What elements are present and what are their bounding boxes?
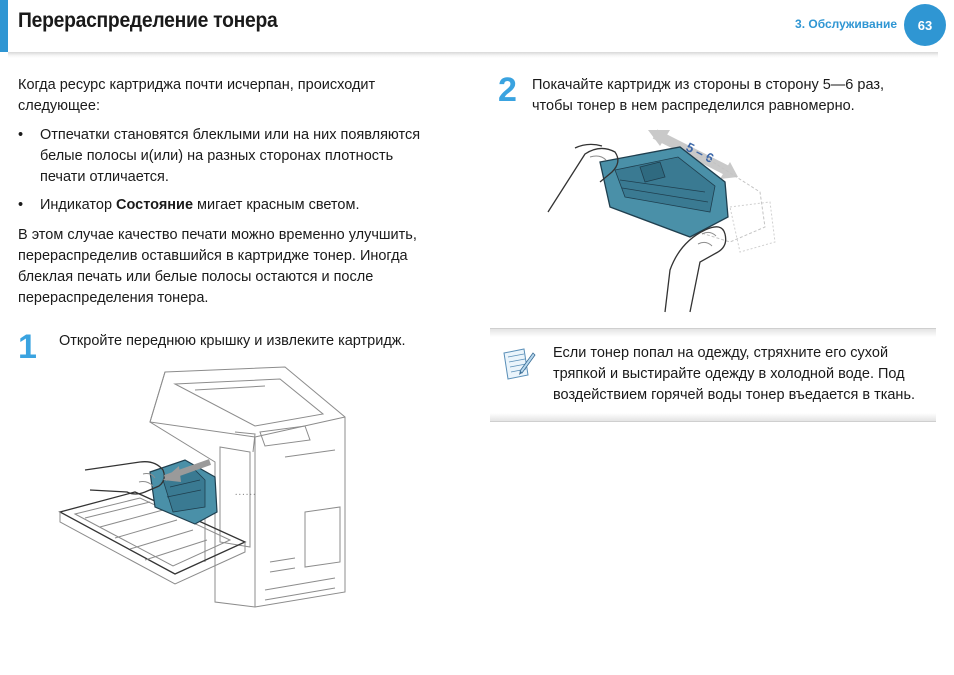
note-line-3: воздействием горячей воды тонер въедаетс… bbox=[553, 387, 916, 403]
status-indicator-name: Состояние bbox=[116, 197, 194, 213]
step-1-text: Откройте переднюю крышку и извлеките кар… bbox=[59, 331, 406, 352]
shake-cartridge-illustration: 5 – 6 bbox=[547, 129, 776, 313]
open-front-cover bbox=[58, 491, 247, 585]
header-accent-bar bbox=[0, 0, 8, 52]
list-item: • Отпечатки становятся блеклыми или на н… bbox=[18, 125, 468, 188]
bullet-2-prefix: Индикатор bbox=[40, 197, 117, 213]
bullet-marker: • bbox=[18, 127, 24, 143]
bullet-2-text: Индикатор Состояние мигает красным свето… bbox=[40, 195, 468, 216]
paragraph-line-4: перераспределения тонера. bbox=[18, 290, 209, 306]
bullet-1-line-3: печати отличается. bbox=[40, 169, 169, 185]
step-2-line-2: чтобы тонер в нем распределился равномер… bbox=[532, 98, 855, 114]
paragraph-line-2: перераспределив оставшийся в картридже т… bbox=[18, 248, 408, 264]
printer-control-buttons: • • • • • • bbox=[235, 492, 256, 497]
intro-text: Когда ресурс картриджа почти исчерпан, п… bbox=[18, 75, 375, 117]
printer-body bbox=[149, 366, 346, 608]
left-hand-icon bbox=[547, 143, 619, 213]
page-title: Перераспределение тонера bbox=[18, 9, 278, 32]
paragraph-line-1: В этом случае качество печати можно врем… bbox=[18, 227, 417, 243]
intro-line-2: следующее: bbox=[18, 98, 100, 114]
note-box: Если тонер попал на одежду, стряхните ег… bbox=[490, 328, 936, 422]
step-2-number: 2 bbox=[498, 71, 517, 109]
note-line-1: Если тонер попал на одежду, стряхните ег… bbox=[553, 345, 889, 361]
list-item: • Индикатор Состояние мигает красным све… bbox=[18, 195, 468, 216]
paragraph-line-3: блеклая печать или белые полосы остаются… bbox=[18, 269, 374, 285]
bullet-1-line-2: белые полосы и(или) на разных сторонах п… bbox=[40, 148, 394, 164]
intro-line-1: Когда ресурс картриджа почти исчерпан, п… bbox=[18, 77, 376, 93]
paragraph: В этом случае качество печати можно врем… bbox=[18, 225, 417, 309]
printer-illustration: • • • • • • bbox=[58, 366, 346, 608]
step-2-text: Покачайте картридж из стороны в сторону … bbox=[532, 75, 884, 117]
bullet-1-line-1: Отпечатки становятся блеклыми или на них… bbox=[40, 127, 421, 143]
note-pencil-icon bbox=[503, 348, 536, 380]
section-label[interactable]: 3. Обслуживание bbox=[795, 17, 897, 31]
bullet-marker: • bbox=[18, 197, 24, 213]
pull-arrow-icon bbox=[163, 459, 212, 482]
note-line-2: тряпкой и выстирайте одежду в холодной в… bbox=[553, 366, 905, 382]
step-1-line-1: Откройте переднюю крышку и извлеките кар… bbox=[59, 333, 406, 349]
right-hand-icon bbox=[664, 226, 727, 313]
note-text: Если тонер попал на одежду, стряхните ег… bbox=[553, 343, 915, 406]
bullet-2-suffix: мигает красным светом. bbox=[193, 197, 360, 213]
header-divider bbox=[8, 52, 938, 58]
toner-cartridge bbox=[599, 146, 729, 238]
page-number-badge: 63 bbox=[904, 4, 946, 46]
step-2-line-1: Покачайте картридж из стороны в сторону … bbox=[532, 77, 885, 93]
step-1-number: 1 bbox=[18, 328, 37, 366]
